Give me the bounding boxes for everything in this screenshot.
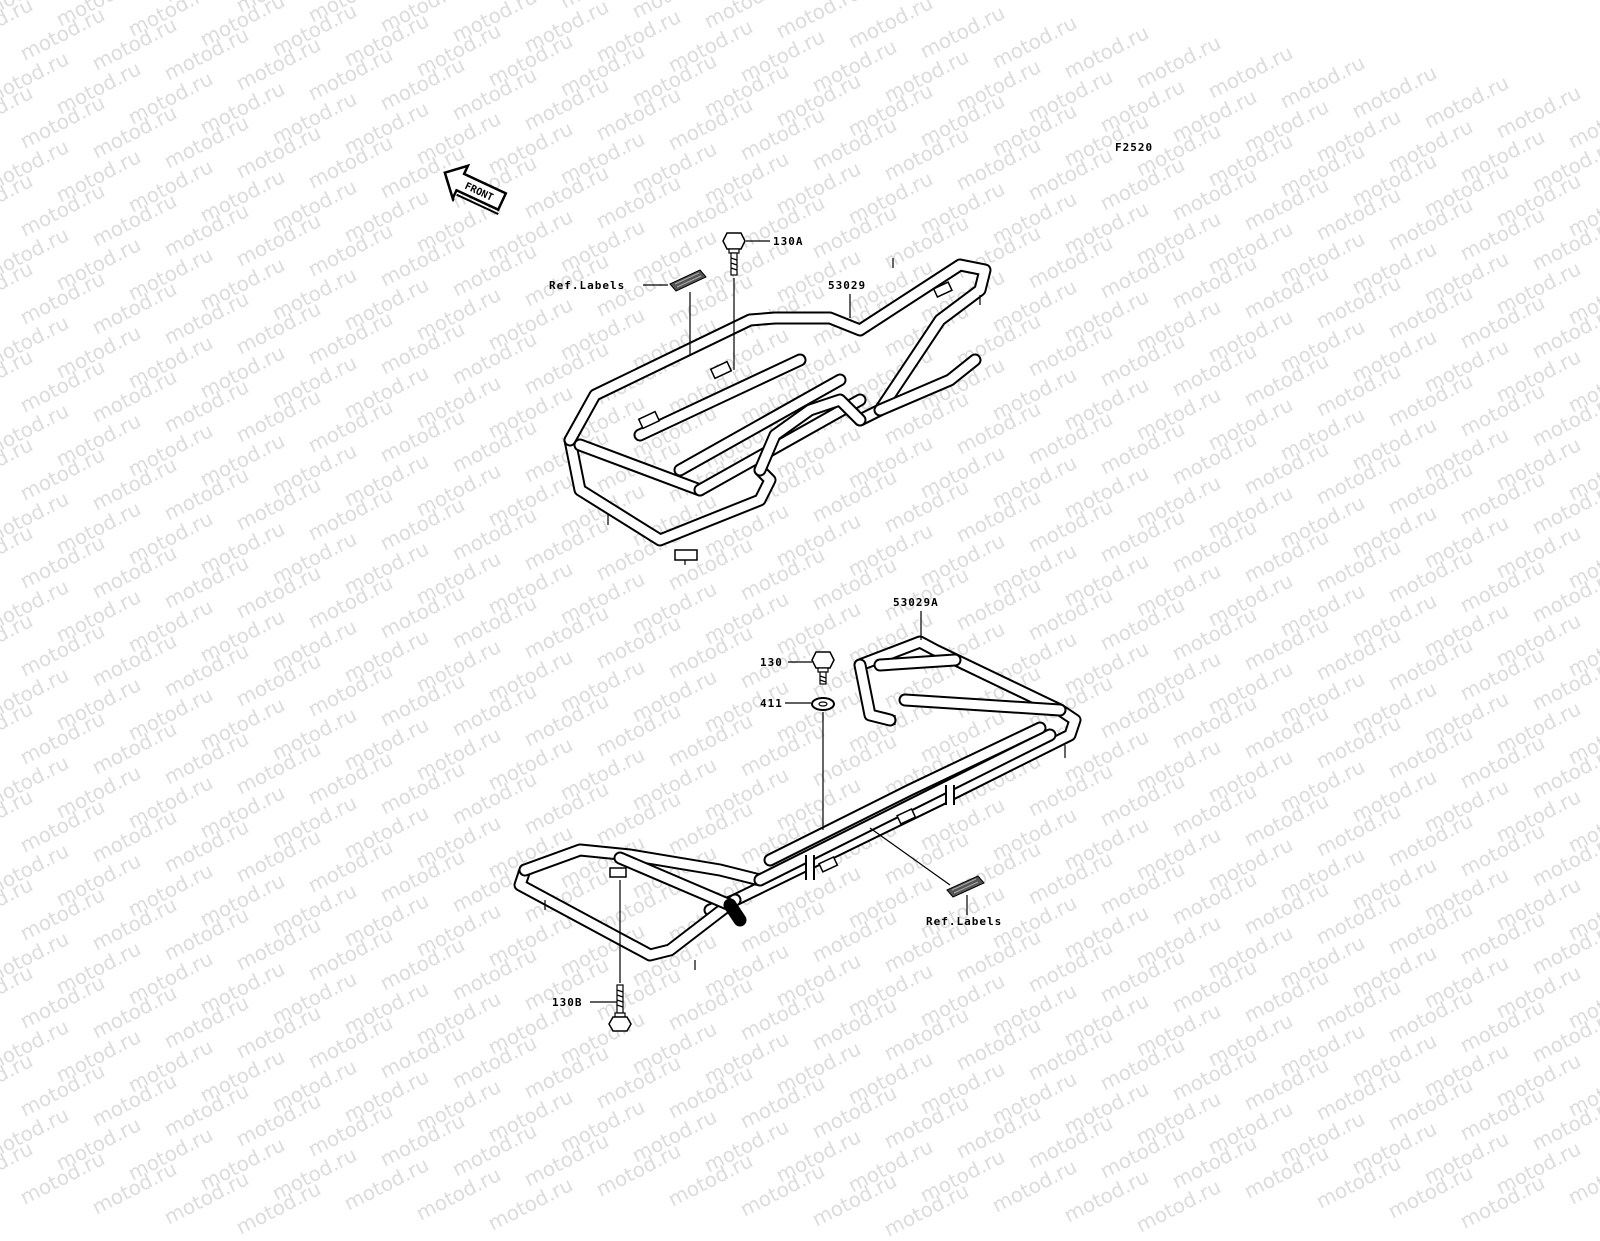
callout-130b: 130B [552, 996, 583, 1009]
front-direction-arrow-icon: FRONT [443, 163, 508, 216]
bolt-130-icon [811, 651, 835, 685]
figure-code: F2520 [1115, 141, 1153, 154]
ref-label-sticker-icon [946, 875, 985, 898]
callout-53029a: 53029A [893, 596, 939, 609]
callout-ref-labels-upper: Ref.Labels [549, 279, 625, 292]
bolt-130b-icon [608, 984, 632, 1032]
callout-411: 411 [760, 697, 783, 710]
callout-53029: 53029 [828, 279, 866, 292]
upper-carrier-53029 [563, 258, 992, 565]
washer-411-icon [811, 697, 835, 711]
callout-130a: 130A [773, 235, 804, 248]
bolt-130a-icon [722, 232, 746, 276]
ref-label-sticker-icon [669, 269, 707, 292]
callout-ref-labels-lower: Ref.Labels [926, 915, 1002, 928]
parts-diagram: F2520 FRONT [443, 141, 1153, 1032]
lower-carrier-53029a [513, 635, 1082, 970]
callout-130: 130 [760, 656, 783, 669]
